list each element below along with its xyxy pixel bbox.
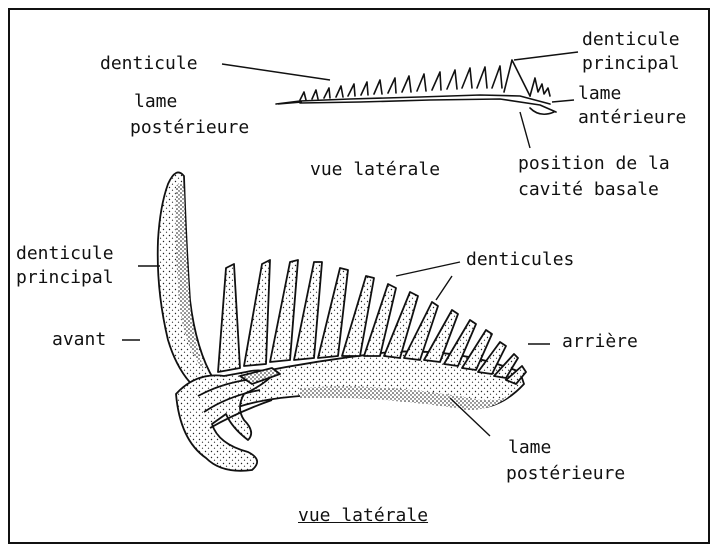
denticle-4 bbox=[294, 262, 322, 360]
label-arriere: arrière bbox=[562, 330, 638, 353]
label-denticule-principal-2: principal bbox=[16, 266, 114, 289]
top-blade-lower bbox=[300, 99, 556, 112]
label-lame-posterieure-2: postérieure bbox=[506, 462, 625, 485]
label-lame-anterieure-2: antérieure bbox=[578, 106, 686, 129]
label-lame-posterieure-top-2: postérieure bbox=[130, 116, 249, 139]
label-vue-laterale-top: vue latérale bbox=[310, 158, 440, 181]
label-cavite-1: position de la bbox=[518, 152, 670, 175]
label-denticule-principal-top-1: denticule bbox=[582, 28, 680, 51]
denticle-5 bbox=[318, 268, 348, 358]
label-lame-posterieure-top-1: lame bbox=[134, 90, 177, 113]
label-denticule: denticule bbox=[100, 52, 198, 75]
label-denticule-principal-1: denticule bbox=[16, 242, 114, 265]
label-avant: avant bbox=[52, 328, 106, 351]
denticle-3 bbox=[270, 260, 298, 362]
large-conodont-element bbox=[158, 172, 526, 470]
label-denticule-principal-top-2: principal bbox=[582, 52, 680, 75]
denticle-1 bbox=[218, 264, 240, 372]
top-anterior-denticles bbox=[530, 78, 550, 96]
label-lame-posterieure-1: lame bbox=[508, 436, 551, 459]
label-denticules: denticules bbox=[466, 248, 574, 271]
label-lame-anterieure-1: lame bbox=[578, 82, 621, 105]
figure-caption: vue latérale bbox=[298, 504, 428, 527]
label-cavite-2: cavité basale bbox=[518, 178, 659, 201]
top-main-cusp bbox=[504, 60, 530, 96]
top-conodont-sketch bbox=[276, 60, 556, 114]
denticle-2 bbox=[244, 260, 270, 366]
top-leader-lines bbox=[222, 52, 578, 148]
